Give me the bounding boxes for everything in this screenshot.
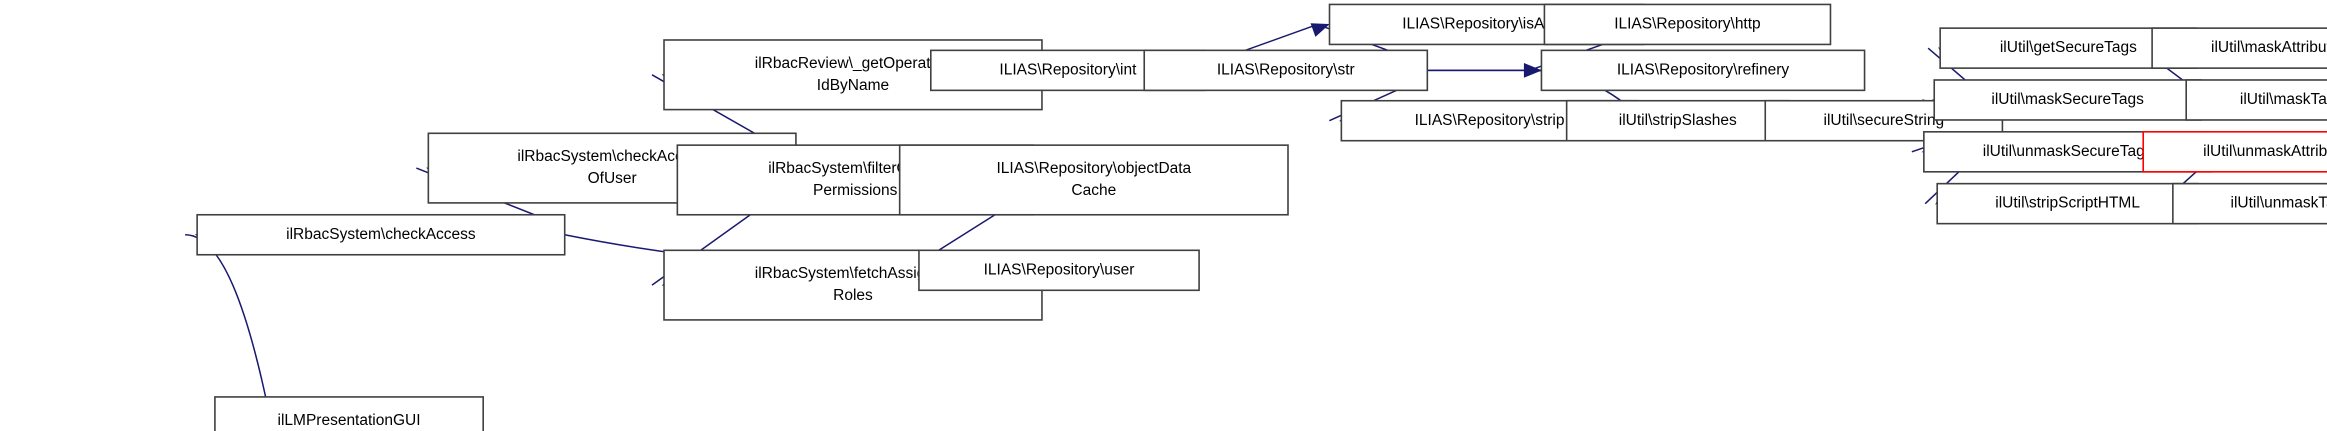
graph-node[interactable]: ilLMPresentationGUI\getCurrentPageId [214, 396, 484, 431]
graph-node-box[interactable] [1143, 49, 1429, 92]
graph-node[interactable]: ilUtil\stripSlashes [1565, 99, 1790, 142]
graph-node-box[interactable] [1933, 79, 2202, 121]
nodes-layer: ilLMPresentationGUI\ilLMSubMenuilRbacSys… [196, 3, 2327, 431]
graph-node[interactable]: ilRbacSystem\checkAccess [196, 213, 566, 256]
graph-node-box[interactable] [1543, 3, 1832, 46]
graph-node-box[interactable] [1565, 99, 1790, 142]
graph-node-box[interactable] [898, 144, 1289, 216]
graph-edge [1427, 63, 1542, 78]
graph-node-box[interactable] [2142, 131, 2327, 173]
graph-node-box[interactable] [214, 396, 484, 431]
graph-node[interactable]: ilUtil\unmaskTag [2172, 182, 2327, 225]
graph-node[interactable]: ilUtil\maskTag [2185, 79, 2327, 121]
graph-node-box[interactable] [196, 213, 566, 256]
graph-node[interactable]: ilUtil\maskAttributeTag [2151, 27, 2327, 69]
graph-node[interactable]: ILIAS\Repository\str [1143, 49, 1429, 92]
graph-node[interactable]: ilUtil\unmaskAttributeTag [2142, 131, 2327, 173]
graph-node-box[interactable] [1540, 49, 1866, 92]
graph-node-box[interactable] [918, 249, 1200, 292]
graph-node[interactable]: ILIAS\Repository\user [918, 249, 1200, 292]
graph-node[interactable]: ILIAS\Repository\http [1543, 3, 1832, 46]
graph-node-box[interactable] [1936, 182, 2199, 225]
graph-node[interactable]: ilUtil\maskSecureTags [1933, 79, 2202, 121]
graph-node[interactable]: ilUtil\stripScriptHTML [1936, 182, 2199, 225]
graph-node-box[interactable] [2185, 79, 2327, 121]
graph-node-box[interactable] [2172, 182, 2327, 225]
graph-node-box[interactable] [2151, 27, 2327, 69]
graph-node[interactable]: ILIAS\Repository\refinery [1540, 49, 1866, 92]
